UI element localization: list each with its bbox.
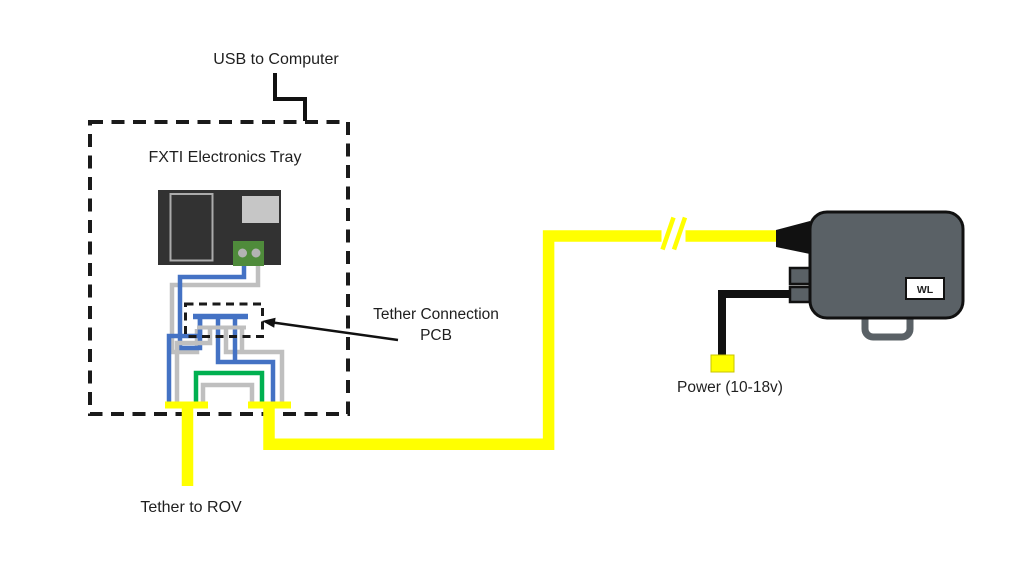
tether-to-rov-label: Tether to ROV	[140, 499, 242, 516]
board-usb-module	[242, 196, 279, 223]
tether-connection-pcb-outline	[184, 302, 264, 338]
power-label: Power (10-18v)	[677, 379, 783, 396]
device-body	[808, 210, 965, 320]
fathom-x-board	[158, 190, 281, 266]
tether-connection-pcb-label-line1: Tether Connection	[373, 306, 499, 323]
tether-connection-pcb-label: Tether Connection PCB	[373, 306, 499, 344]
wire-blue-pcb-to-right-connector	[215, 318, 276, 403]
terminal-pin-right	[251, 248, 261, 258]
arrow-head-icon	[262, 317, 276, 328]
device-port-top	[788, 266, 813, 286]
power-plug	[710, 354, 735, 373]
fxti-tray-outline	[88, 120, 350, 416]
wire-green-connector-bridge	[193, 370, 265, 403]
power-cable	[718, 290, 790, 357]
topside-tether-cable	[263, 230, 662, 450]
wire-gray-pcb-to-right-connector	[223, 329, 285, 403]
tether-connection-pcb-label-line2: PCB	[420, 327, 452, 344]
board-shield-outline	[169, 193, 214, 262]
power-cabling	[710, 290, 790, 373]
cable-break-slash-2	[671, 216, 688, 251]
usb-cable	[273, 73, 307, 121]
cable-break-slash-1	[660, 216, 676, 251]
fxti-tray-label: FXTI Electronics Tray	[149, 149, 302, 166]
tether-plug	[776, 221, 810, 254]
usb-to-computer-label: USB to Computer	[213, 51, 339, 68]
wl-name-plate-label: WL	[917, 284, 934, 296]
tether-cabling	[165, 216, 778, 486]
callout-arrow	[262, 317, 399, 342]
terminal-pin-left	[238, 248, 247, 258]
wire-gray-connector-bridge	[200, 382, 255, 403]
cable-break-icon	[660, 216, 688, 251]
arrow-line	[272, 321, 399, 342]
wl-name-plate	[905, 277, 945, 300]
device-port-bottom	[788, 285, 813, 304]
